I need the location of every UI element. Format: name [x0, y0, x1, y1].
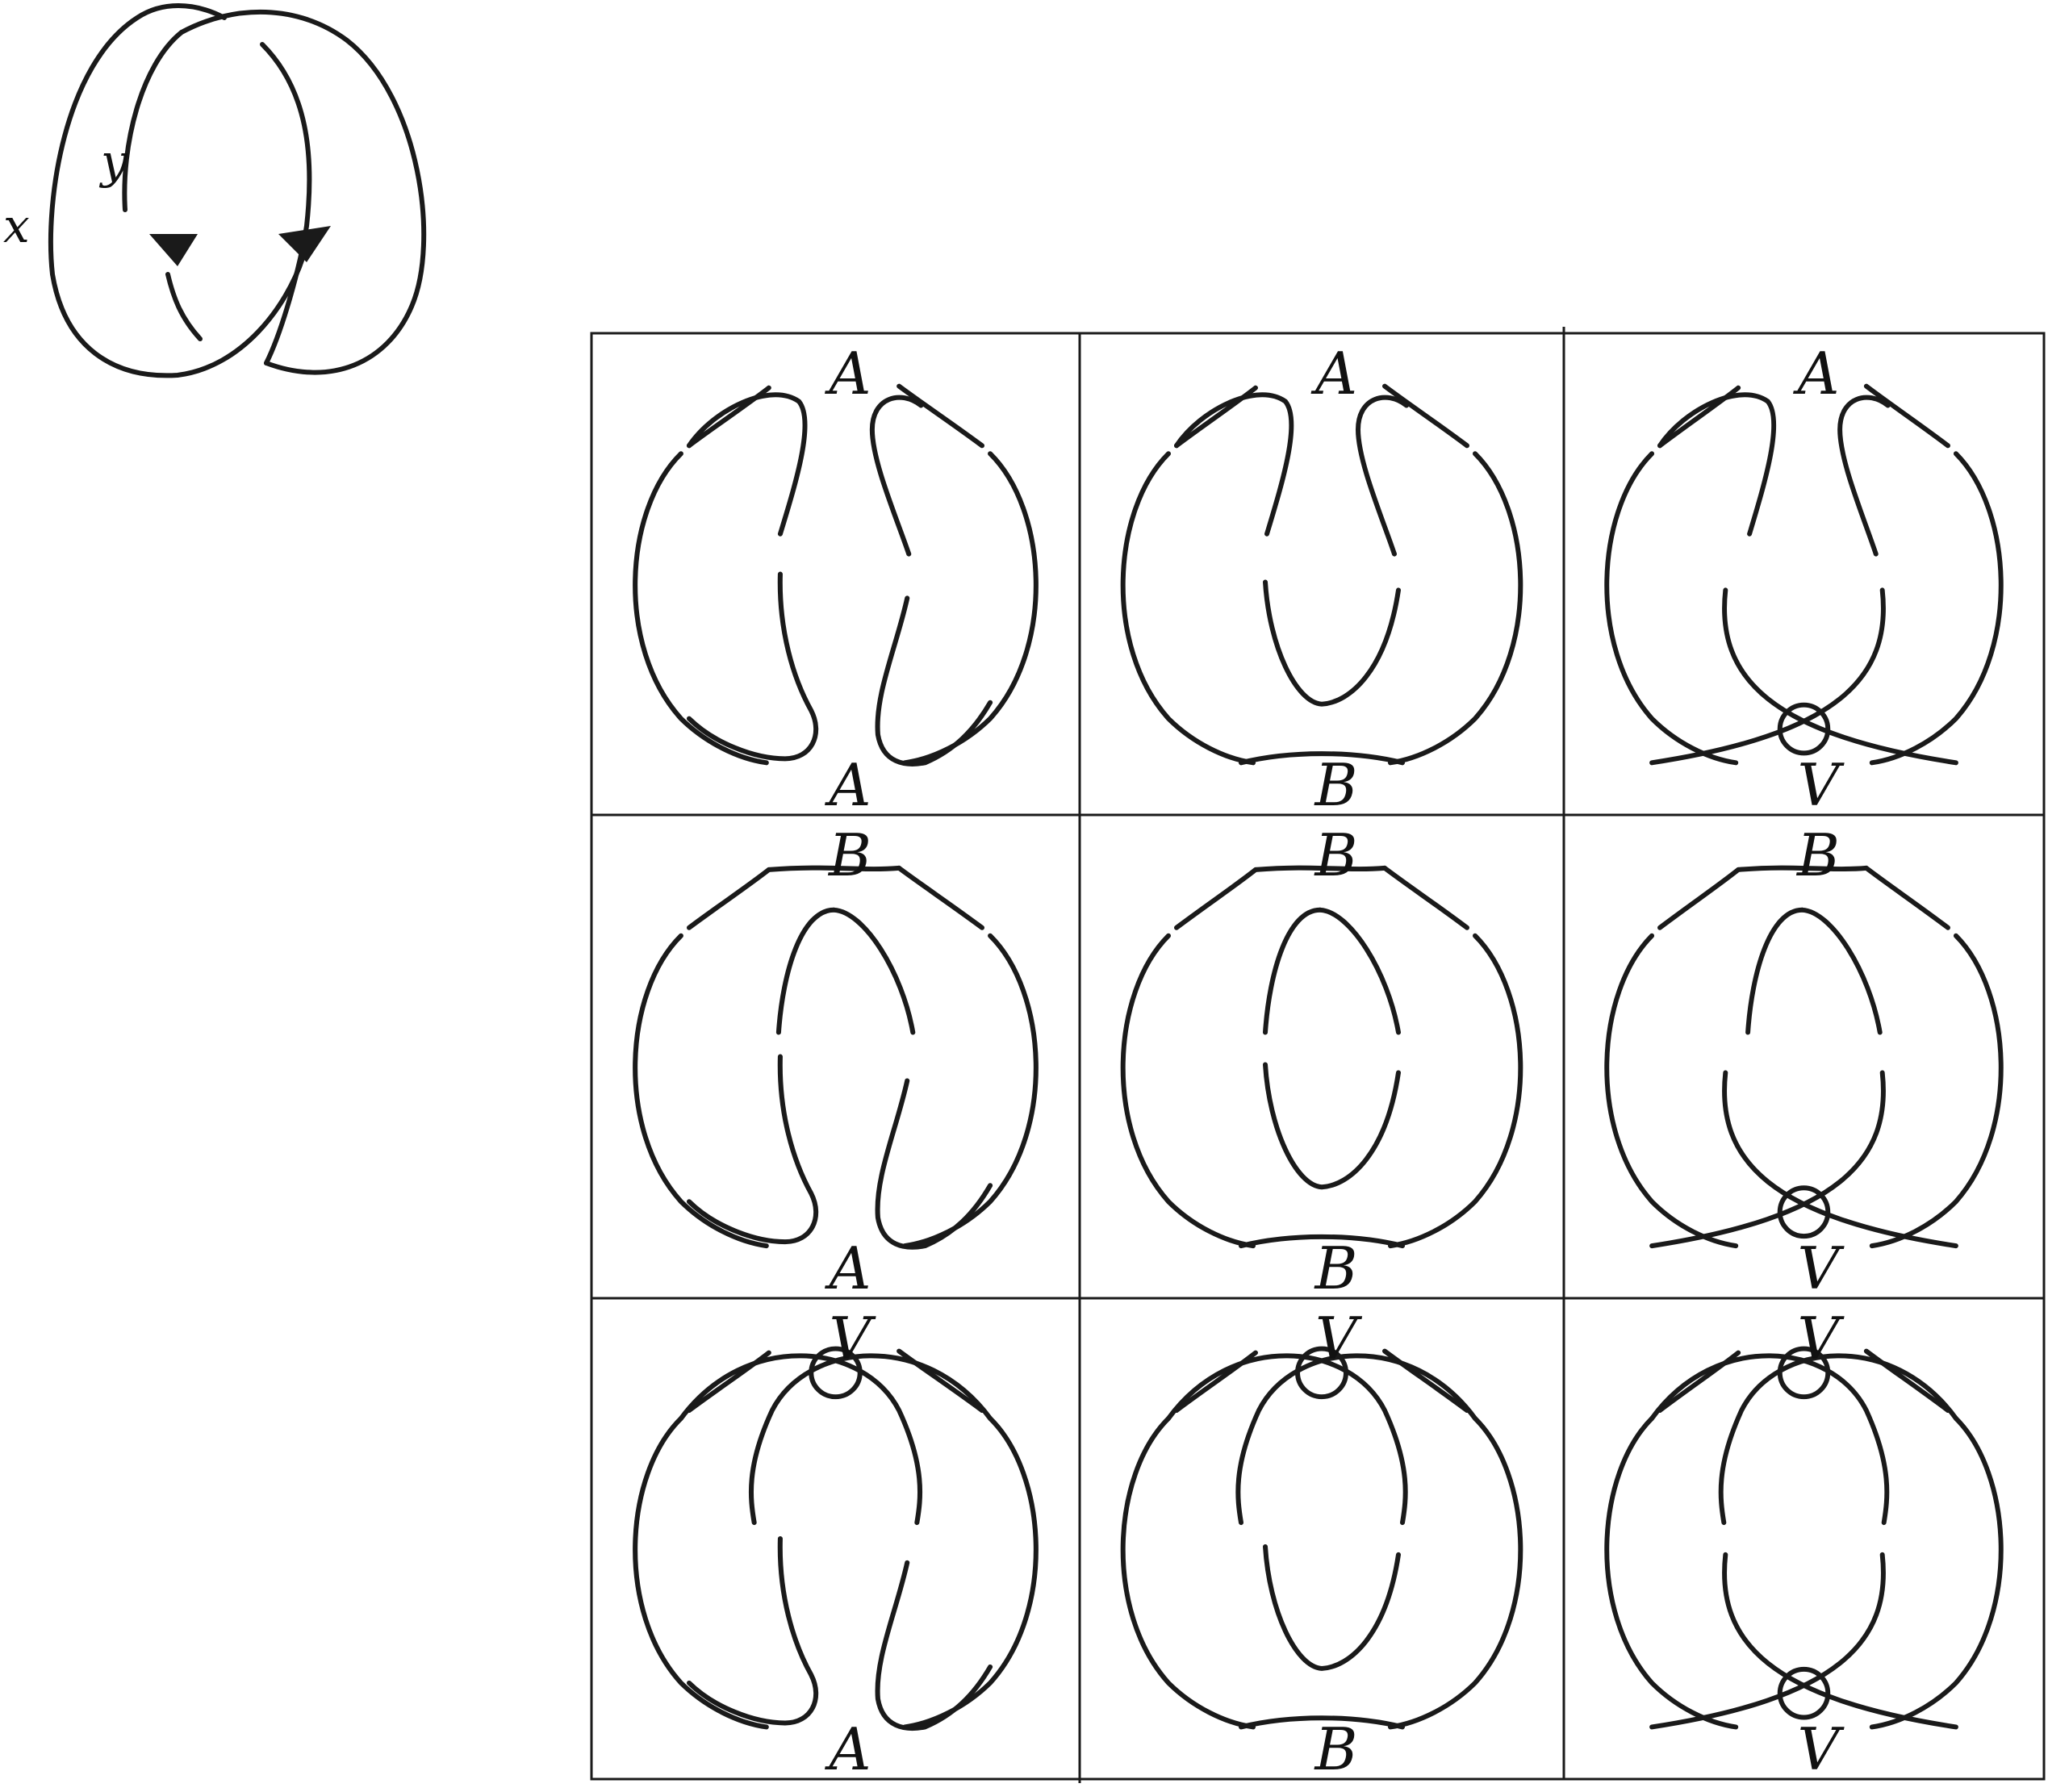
state-curve [681, 1349, 990, 1523]
state-curve [1241, 582, 1402, 762]
state-label-top: B [827, 821, 871, 889]
state-curve [1256, 868, 1398, 1033]
state-curve [1241, 1547, 1402, 1727]
state-cell [1607, 386, 2001, 763]
state-curve [1652, 1349, 1956, 1523]
state-label-bottom: B [1314, 1715, 1358, 1783]
link-label-x: x [3, 198, 30, 253]
state-label-bottom: V [1798, 751, 1845, 819]
state-label-top: V [1798, 1305, 1845, 1372]
state-cell [635, 1349, 1036, 1728]
state-curve [1652, 1555, 1956, 1727]
state-curve [1241, 1064, 1402, 1246]
state-label-bottom: B [1314, 751, 1358, 819]
state-curve [769, 868, 913, 1033]
state-curve [1652, 590, 1956, 762]
state-label-top: V [1315, 1305, 1363, 1372]
component-y [260, 42, 312, 366]
state-cell [635, 868, 1036, 1247]
component-x [48, 3, 305, 378]
state-grid [590, 327, 2046, 1783]
state-label-top: A [1310, 340, 1357, 407]
state-label-top: A [1793, 340, 1840, 407]
component-x-lower [165, 272, 203, 341]
state-label-top: V [830, 1305, 877, 1372]
state-curve [689, 1057, 990, 1247]
state-label-bottom: A [825, 1234, 871, 1302]
state-label-top: B [1795, 821, 1840, 889]
state-curve [635, 386, 1036, 763]
arrow-head-icon [149, 226, 331, 266]
hopf-link [48, 3, 427, 378]
state-label-bottom: B [1314, 1234, 1358, 1302]
state-label-bottom: A [825, 751, 871, 819]
state-curve [1738, 868, 1880, 1033]
state-curve [1168, 1349, 1475, 1523]
state-cell [1607, 1349, 2001, 1727]
state-cell [1123, 386, 1521, 763]
state-curve [689, 574, 990, 764]
state-label-bottom: V [1798, 1715, 1845, 1783]
component-y-outer [179, 9, 427, 375]
state-cell [1123, 868, 1521, 1247]
state-cell [1607, 868, 2001, 1247]
link-label-y: y [98, 134, 128, 189]
state-curve [635, 1351, 1036, 1727]
state-label-top: B [1314, 821, 1358, 889]
state-label-bottom: V [1798, 1234, 1845, 1302]
state-cell [1123, 1349, 1521, 1727]
state-label-top: A [825, 340, 871, 407]
state-curve [635, 868, 1036, 1246]
state-label-bottom: A [825, 1715, 871, 1783]
component-y-inner [122, 30, 184, 212]
state-curve [1652, 1072, 1956, 1246]
state-curve [689, 1539, 990, 1728]
state-cell [635, 386, 1036, 764]
